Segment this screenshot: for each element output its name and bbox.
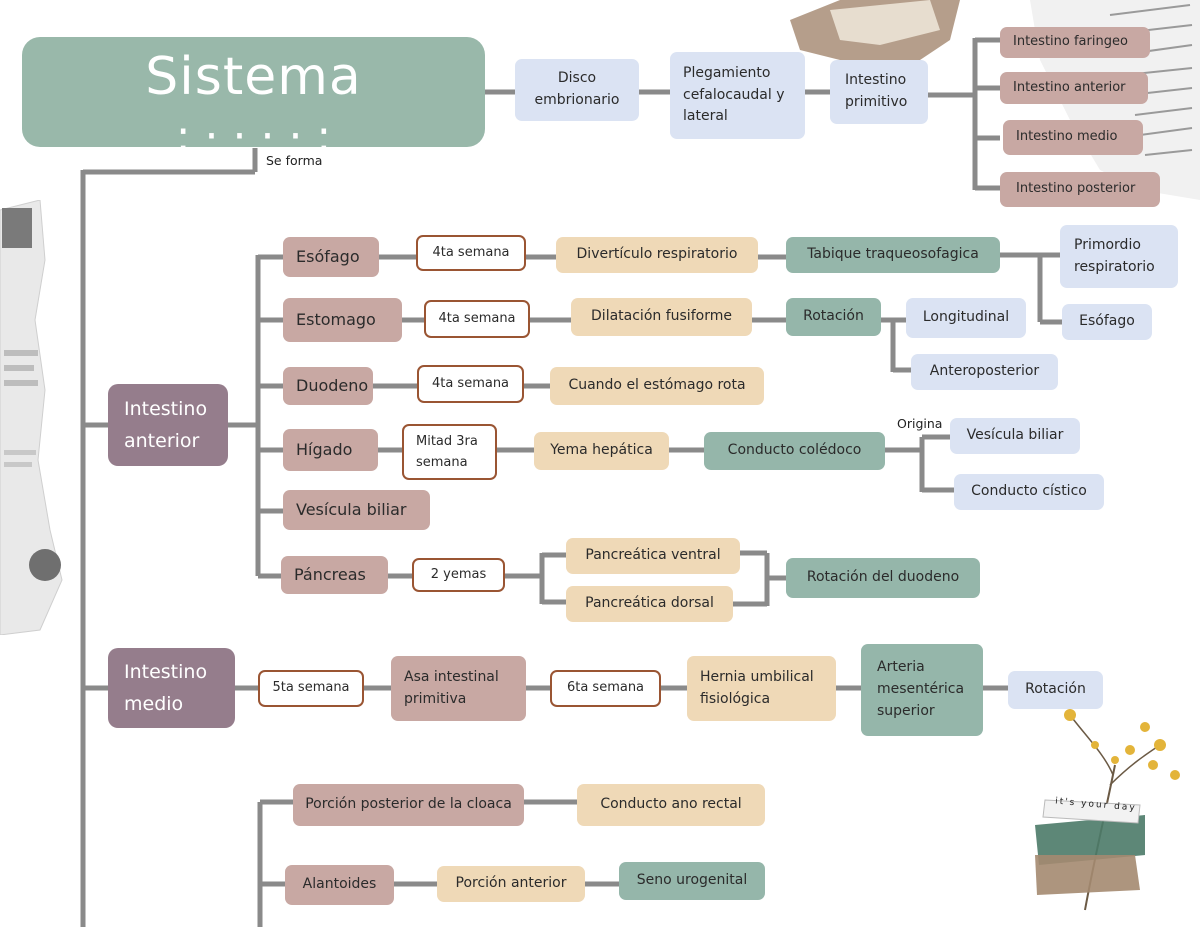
diverticulo-respiratorio: Divertículo respiratorio (556, 237, 758, 273)
pancreatica-ventral: Pancreática ventral (566, 538, 740, 574)
vesicula-biliar-outcome: Vesícula biliar (950, 418, 1080, 454)
main-title-box: Sistema : · · · · : (22, 37, 485, 147)
main-title: Sistema (145, 47, 362, 107)
dried-flower-icon (1035, 709, 1180, 911)
alantoides: Alantoides (285, 865, 394, 905)
hernia-umbilical: Hernia umbilical fisiológica (687, 656, 836, 721)
tabique-traqueosofagica: Tabique traqueosofagica (786, 237, 1000, 273)
disco-embrionario: Disco embrionario (515, 59, 639, 121)
duodeno-time: 4ta semana (417, 365, 524, 403)
rotacion-estomago: Rotación (786, 298, 881, 336)
asa-intestinal-primitiva: Asa intestinal primitiva (391, 656, 526, 721)
intestino-primitivo: Intestino primitivo (830, 60, 928, 124)
medio-time-2: 6ta semana (550, 670, 661, 707)
conducto-cistico: Conducto cístico (954, 474, 1104, 510)
arteria-mesenterica: Arteria mesentérica superior (861, 644, 983, 736)
medio-time-1: 5ta semana (258, 670, 364, 707)
esofago-time: 4ta semana (416, 235, 526, 271)
vesicula-biliar-node: Vesícula biliar (283, 490, 430, 530)
conducto-coledoco: Conducto colédoco (704, 432, 885, 470)
duodeno-node: Duodeno (283, 367, 373, 405)
pancreas-node: Páncreas (281, 556, 388, 594)
yema-hepatica: Yema hepática (534, 432, 669, 470)
rotacion-medio: Rotación (1008, 671, 1103, 709)
estomago-node: Estomago (283, 298, 402, 342)
esofago-outcome: Esófago (1062, 304, 1152, 340)
origina-label: Origina (897, 416, 943, 431)
plegamiento-cefalocaudal: Plegamiento cefalocaudal y lateral (670, 52, 805, 139)
intestino-anterior-heading: Intestino anterior (108, 384, 228, 466)
conducto-ano-rectal: Conducto ano rectal (577, 784, 765, 826)
intestino-medio-top: Intestino medio (1003, 120, 1143, 155)
seno-urogenital: Seno urogenital (619, 862, 765, 900)
newspaper-collage-left (0, 200, 63, 635)
se-forma-label: Se forma (266, 153, 323, 168)
intestino-faringeo: Intestino faringeo (1000, 27, 1150, 58)
main-title-cut-line: : · · · · : (175, 111, 332, 148)
intestino-anterior-top: Intestino anterior (1000, 72, 1148, 104)
pancreas-time: 2 yemas (412, 558, 505, 592)
dilatacion-fusiforme: Dilatación fusiforme (571, 298, 752, 336)
estomago-time: 4ta semana (424, 300, 530, 338)
intestino-posterior-top: Intestino posterior (1000, 172, 1160, 207)
esofago-node: Esófago (283, 237, 379, 277)
pancreatica-dorsal: Pancreática dorsal (566, 586, 733, 622)
porcion-posterior-cloaca: Porción posterior de la cloaca (293, 784, 524, 826)
intestino-medio-heading: Intestino medio (108, 648, 235, 728)
anteroposterior: Anteroposterior (911, 354, 1058, 390)
higado-time: Mitad 3ra semana (402, 424, 497, 480)
higado-node: Hígado (283, 429, 378, 471)
cuando-estomago-rota: Cuando el estómago rota (550, 367, 764, 405)
porcion-anterior: Porción anterior (437, 866, 585, 902)
longitudinal: Longitudinal (906, 298, 1026, 338)
rotacion-del-duodeno: Rotación del duodeno (786, 558, 980, 598)
primordio-respiratorio: Primordio respiratorio (1060, 225, 1178, 288)
